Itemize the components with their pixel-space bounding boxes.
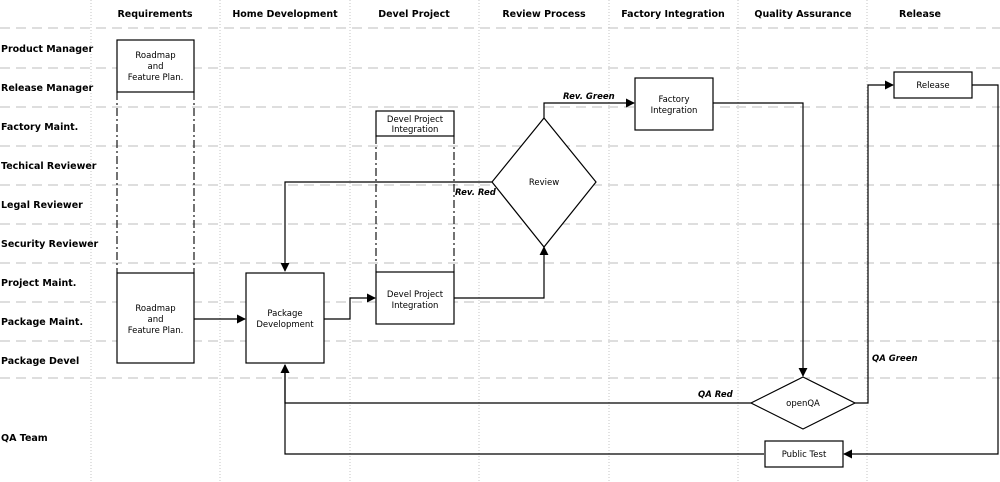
edge-label-qa-red: QA Red [698, 390, 734, 400]
edge-public-test-to-package-development [280, 364, 764, 455]
lane-label-project-maint: Project Maint. [1, 278, 76, 289]
column-headers: Requirements Home Development Devel Proj… [117, 9, 940, 20]
edge-devel-integration-to-review [454, 246, 549, 299]
roadmap-bottom-line-3: Feature Plan. [128, 326, 184, 336]
edges [194, 80, 999, 459]
package-development-line-1: Package [267, 309, 302, 319]
devel-integration-top-line-1: Devel Project [387, 115, 444, 125]
roadmap-top-line-2: and [148, 62, 164, 72]
review-decision: Review [491, 117, 597, 248]
column-header-review-process: Review Process [502, 9, 586, 20]
openqa-decision: openQA [749, 376, 857, 430]
roadmap-feature-plan-top-box: Roadmap and Feature Plan. [116, 39, 195, 93]
edge-release-to-public-test [843, 84, 999, 459]
lane-label-package-maint: Package Maint. [1, 317, 83, 328]
column-header-devel-project: Devel Project [378, 9, 450, 20]
dash-dot-connectors [116, 92, 455, 273]
column-header-requirements: Requirements [117, 9, 192, 20]
factory-integration-box: Factory Integration [634, 77, 714, 131]
devel-project-integration-bottom-box: Devel Project Integration [375, 271, 455, 325]
roadmap-bottom-line-1: Roadmap [135, 304, 175, 314]
edge-factory-to-openqa [713, 102, 808, 377]
openqa-label: openQA [786, 399, 820, 409]
public-test-box: Public Test [764, 440, 844, 468]
edge-label-rev-red: Rev. Red [455, 188, 497, 198]
edge-label-rev-green: Rev. Green [563, 92, 615, 102]
edge-review-green-to-factory [543, 98, 635, 118]
column-header-factory-integration: Factory Integration [621, 9, 725, 20]
factory-integration-line-2: Integration [651, 106, 698, 116]
edge-label-qa-green: QA Green [872, 354, 918, 364]
column-header-home-development: Home Development [232, 9, 338, 20]
devel-project-integration-top-box: Devel Project Integration [375, 110, 455, 137]
package-development-line-2: Development [256, 320, 314, 330]
public-test-label: Public Test [782, 450, 827, 460]
roadmap-feature-plan-bottom-box: Roadmap and Feature Plan. [116, 272, 195, 364]
edge-labels: Rev. Green Rev. Red QA Red QA Green [455, 92, 918, 400]
roadmap-bottom-line-2: and [148, 315, 164, 325]
lane-label-product-manager: Product Manager [1, 44, 93, 55]
column-header-release: Release [899, 9, 941, 20]
release-label: Release [916, 81, 949, 91]
lane-label-security-reviewer: Security Reviewer [1, 239, 99, 250]
edge-qa-red-to-package-development [280, 364, 751, 404]
factory-integration-line-1: Factory [658, 95, 689, 105]
roadmap-top-line-3: Feature Plan. [128, 73, 184, 83]
lane-label-release-manager: Release Manager [1, 83, 94, 94]
edge-package-development-to-devel-integration [324, 293, 376, 320]
package-development-box: Package Development [245, 272, 325, 364]
lane-label-technical-reviewer: Techical Reviewer [1, 161, 97, 172]
edge-review-red-to-package-development [280, 181, 492, 272]
lane-label-legal-reviewer: Legal Reviewer [1, 200, 83, 211]
edge-qa-green-to-release [855, 80, 894, 404]
devel-integration-top-line-2: Integration [392, 125, 439, 135]
vertical-column-dividers [90, 0, 868, 482]
lane-label-factory-maint: Factory Maint. [1, 122, 78, 133]
roadmap-top-line-1: Roadmap [135, 51, 175, 61]
review-label: Review [529, 178, 559, 188]
release-box: Release [893, 71, 973, 99]
devel-integration-bottom-line-1: Devel Project [387, 290, 444, 300]
devel-integration-bottom-line-2: Integration [392, 301, 439, 311]
column-header-quality-assurance: Quality Assurance [754, 9, 851, 20]
lane-label-qa-team: QA Team [1, 433, 48, 444]
lane-labels: Product Manager Release Manager Factory … [1, 44, 99, 444]
lane-label-package-devel: Package Devel [1, 356, 79, 367]
